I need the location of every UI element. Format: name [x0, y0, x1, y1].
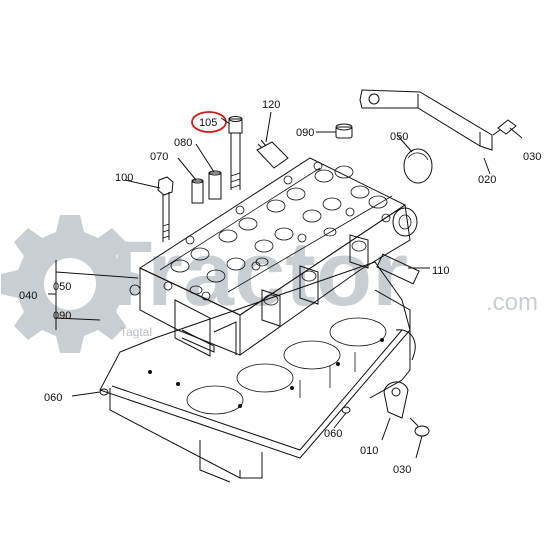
- callout-050-top[interactable]: 050: [390, 131, 408, 143]
- callout-105[interactable]: 105: [199, 117, 217, 129]
- callout-060-right[interactable]: 060: [324, 428, 342, 440]
- watermark-tagline: Tagtal: [120, 325, 152, 339]
- callout-030-top[interactable]: 030: [523, 151, 541, 163]
- callout-090-left[interactable]: 090: [53, 310, 71, 322]
- callout-060-left[interactable]: 060: [44, 392, 62, 404]
- leader-lines: [48, 111, 523, 459]
- callout-070[interactable]: 070: [150, 151, 168, 163]
- valve-guide-080: [208, 170, 222, 200]
- head-front-face: [139, 267, 241, 356]
- callout-080[interactable]: 080: [174, 137, 192, 149]
- watermark-suffix: .com: [486, 289, 538, 316]
- callout-010[interactable]: 010: [360, 445, 378, 457]
- callout-100[interactable]: 100: [115, 172, 133, 184]
- callout-020[interactable]: 020: [478, 174, 496, 186]
- head-bolt-long: [157, 176, 174, 242]
- highlight-ring-105: [191, 111, 227, 133]
- callout-labels: 105 120 090 050 080 070 100 020 030 110 …: [19, 99, 541, 476]
- head-gasket: [99, 253, 420, 459]
- temperature-sensor: [256, 139, 289, 169]
- head-bolt-105: [228, 116, 243, 190]
- water-cap-050: [403, 148, 433, 184]
- bolt-030-upper: [492, 119, 517, 136]
- gear-icon: [1, 215, 139, 353]
- plug-090: [335, 123, 353, 139]
- bolt-060-right: [341, 406, 351, 414]
- watermark-brand: Tractor: [96, 223, 408, 325]
- callout-040[interactable]: 040: [19, 290, 37, 302]
- callout-030-bottom[interactable]: 030: [393, 464, 411, 476]
- callout-050-left[interactable]: 050: [53, 281, 71, 293]
- callout-120[interactable]: 120: [262, 99, 280, 111]
- valve-guide-070: [191, 178, 204, 204]
- callout-110[interactable]: 110: [432, 265, 450, 277]
- watermark: Tractor .com Tagtal: [1, 215, 538, 353]
- gasket-tab: [376, 253, 420, 285]
- lifting-eye: [383, 381, 409, 419]
- callout-090-top[interactable]: 090: [296, 127, 314, 139]
- cylinder-head: [129, 157, 418, 357]
- bolt-030-lower: [409, 417, 430, 437]
- engine-block: [109, 289, 416, 483]
- lifting-bracket: [359, 89, 493, 151]
